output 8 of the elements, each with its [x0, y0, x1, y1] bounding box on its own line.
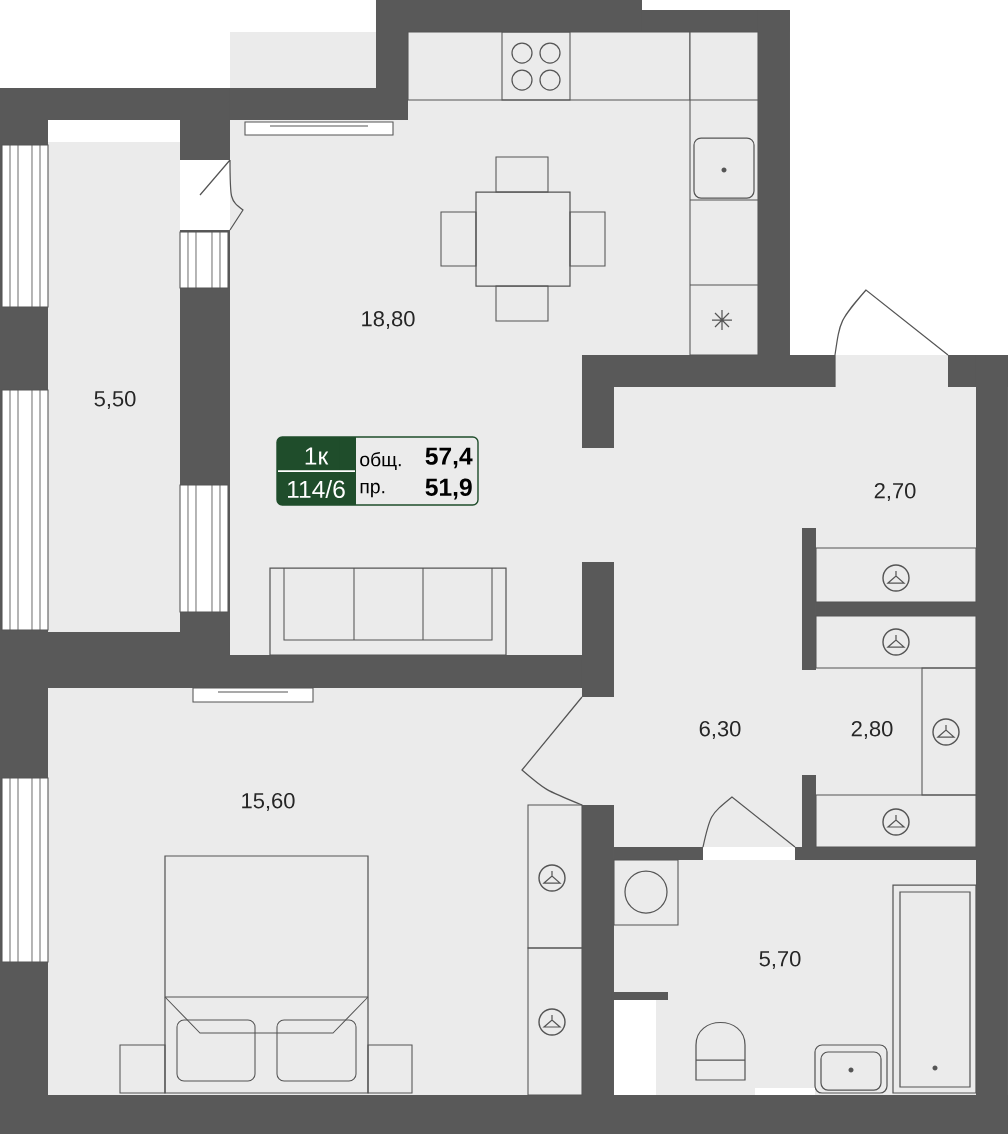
area-label: 18,80	[362, 310, 415, 330]
area-label: 5,70	[759, 950, 801, 970]
area-label: 2,80	[851, 720, 893, 740]
area-badge: 1к 114/6 общ. 57,4 пр. 51,9	[276, 436, 479, 506]
area-label: 15,60	[242, 792, 295, 812]
area-label: 6,30	[699, 720, 741, 740]
area-label: 5,50	[94, 390, 136, 410]
area-label: 2,70	[874, 482, 916, 502]
